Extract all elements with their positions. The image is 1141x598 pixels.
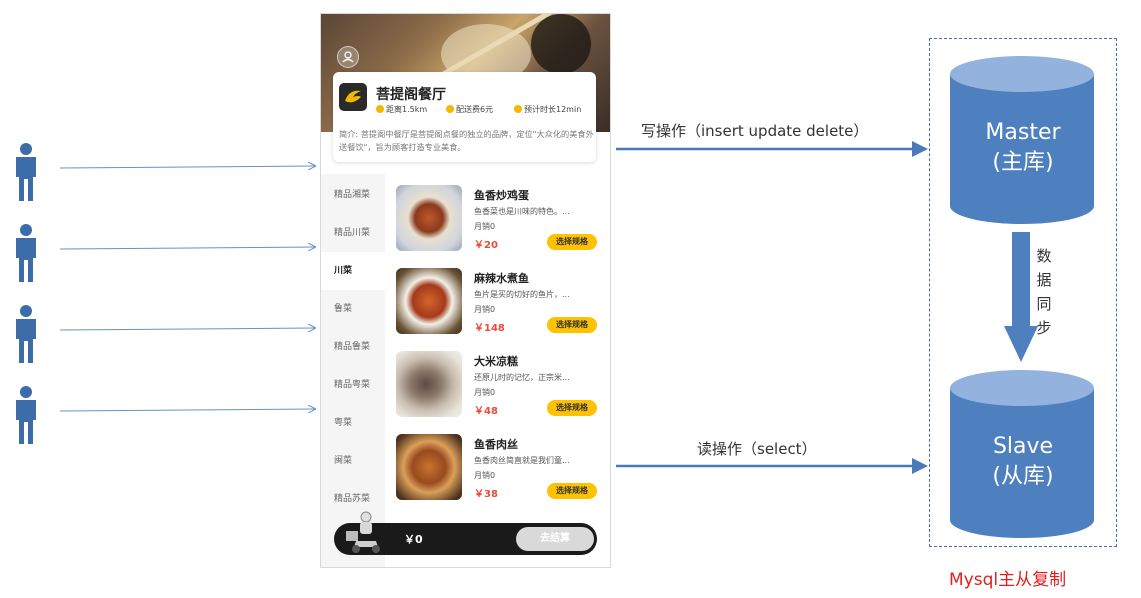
- user-icon: [16, 224, 36, 282]
- dish-item[interactable]: 鱼香炒鸡蛋 鱼香菜也是川味的特色。... 月销0 ￥20 选择规格: [396, 185, 601, 265]
- category-item[interactable]: 鲁菜: [334, 304, 353, 314]
- shop-card: 菩提阁餐厅 距离1.5km 配送费6元 预计时长12min 简介: 菩提阁中餐厅…: [333, 72, 596, 162]
- shop-logo-icon: [339, 83, 367, 111]
- select-spec-button[interactable]: 选择规格: [547, 400, 597, 416]
- delivery-rider-icon[interactable]: [342, 511, 384, 555]
- dish-item[interactable]: 麻辣水煮鱼 鱼片是买的切好的鱼片，... 月销0 ￥148 选择规格: [396, 268, 601, 348]
- dish-sales: 月销0: [474, 305, 496, 314]
- user-arrow: [59, 328, 315, 330]
- dish-image: [396, 268, 462, 334]
- category-sidebar: 精品湘菜 精品川菜 川菜 鲁菜 精品鲁菜 精品粤菜 粤菜 闽菜 精品苏菜: [321, 174, 385, 567]
- master-database: [950, 56, 1094, 224]
- eta-info: 预计时长12min: [514, 104, 581, 115]
- slave-database: [950, 370, 1094, 538]
- category-item[interactable]: 精品粤菜: [334, 380, 371, 390]
- dish-price: ￥48: [474, 406, 498, 417]
- money-icon: [446, 105, 454, 113]
- dish-name: 麻辣水煮鱼: [474, 272, 529, 285]
- user-icon: [16, 386, 36, 444]
- user-arrows: [59, 150, 320, 425]
- dish-image: [396, 185, 462, 251]
- user-arrow: [59, 166, 315, 168]
- dish-desc: 还原儿时的记忆，正宗米...: [474, 373, 570, 382]
- dish-item[interactable]: 大米凉糕 还原儿时的记忆，正宗米... 月销0 ￥48 选择规格: [396, 351, 601, 431]
- dish-price: ￥148: [474, 323, 505, 334]
- dish-name: 鱼香肉丝: [474, 438, 518, 451]
- replication-group-box: [929, 38, 1117, 547]
- dish-image: [396, 434, 462, 500]
- dish-price: ￥38: [474, 489, 498, 500]
- location-icon: [376, 105, 384, 113]
- category-item[interactable]: 精品鲁菜: [334, 342, 371, 352]
- dish-sales: 月销0: [474, 388, 496, 397]
- category-item-active[interactable]: 川菜: [321, 252, 385, 290]
- phone-app-screen: 菩提阁餐厅 距离1.5km 配送费6元 预计时长12min 简介: 菩提阁中餐厅…: [320, 13, 611, 568]
- user-icon: [16, 143, 36, 201]
- category-item[interactable]: 精品川菜: [334, 228, 371, 238]
- user-icon: [16, 305, 36, 363]
- select-spec-button[interactable]: 选择规格: [547, 483, 597, 499]
- operation-arrows: [616, 141, 928, 474]
- category-item[interactable]: 粤菜: [334, 418, 353, 428]
- dish-sales: 月销0: [474, 222, 496, 231]
- category-item[interactable]: 精品湘菜: [334, 190, 371, 200]
- slave-label: Slave (从库): [992, 434, 1054, 489]
- read-arrowhead: [912, 458, 928, 474]
- dish-image: [396, 351, 462, 417]
- user-avatar-icon[interactable]: [337, 46, 359, 68]
- checkout-button[interactable]: 去结算: [516, 527, 594, 551]
- select-spec-button[interactable]: 选择规格: [547, 234, 597, 250]
- clock-icon: [514, 105, 522, 113]
- mysql-replication-label: Mysql主从复制: [949, 570, 1067, 590]
- user-arrow: [59, 409, 315, 411]
- master-label: Master (主库): [985, 120, 1061, 175]
- sync-arrow: [1004, 232, 1038, 362]
- dish-price: ￥20: [474, 240, 498, 251]
- select-spec-button[interactable]: 选择规格: [547, 317, 597, 333]
- dish-desc: 鱼香肉丝简直就是我们童...: [474, 456, 570, 465]
- read-operation-label: 读操作（select）: [697, 440, 817, 458]
- dish-desc: 鱼片是买的切好的鱼片，...: [474, 290, 570, 299]
- delivery-fee-info: 配送费6元: [446, 104, 493, 115]
- dish-sales: 月销0: [474, 471, 496, 480]
- write-operation-label: 写操作（insert update delete）: [641, 122, 869, 140]
- write-arrowhead: [912, 141, 928, 157]
- cart-bar: ￥0 去结算: [334, 511, 597, 555]
- category-item[interactable]: 闽菜: [334, 456, 353, 466]
- dish-name: 大米凉糕: [474, 355, 518, 368]
- distance-info: 距离1.5km: [376, 104, 427, 115]
- database-cylinders: [950, 56, 1094, 538]
- dish-item[interactable]: 鱼香肉丝 鱼香肉丝简直就是我们童... 月销0 ￥38 选择规格: [396, 434, 601, 514]
- shop-name: 菩提阁餐厅: [376, 87, 446, 103]
- data-sync-label: 数据同步: [1036, 247, 1052, 337]
- dish-desc: 鱼香菜也是川味的特色。...: [474, 207, 570, 216]
- cart-total: ￥0: [404, 533, 423, 546]
- shop-intro: 简介: 菩提阁中餐厅是菩提阁点餐的独立的品牌，定位"大众化的美食外送餐饮"，旨为…: [339, 129, 594, 152]
- dish-name: 鱼香炒鸡蛋: [474, 189, 529, 202]
- category-item[interactable]: 精品苏菜: [334, 494, 371, 504]
- user-arrow: [59, 247, 315, 249]
